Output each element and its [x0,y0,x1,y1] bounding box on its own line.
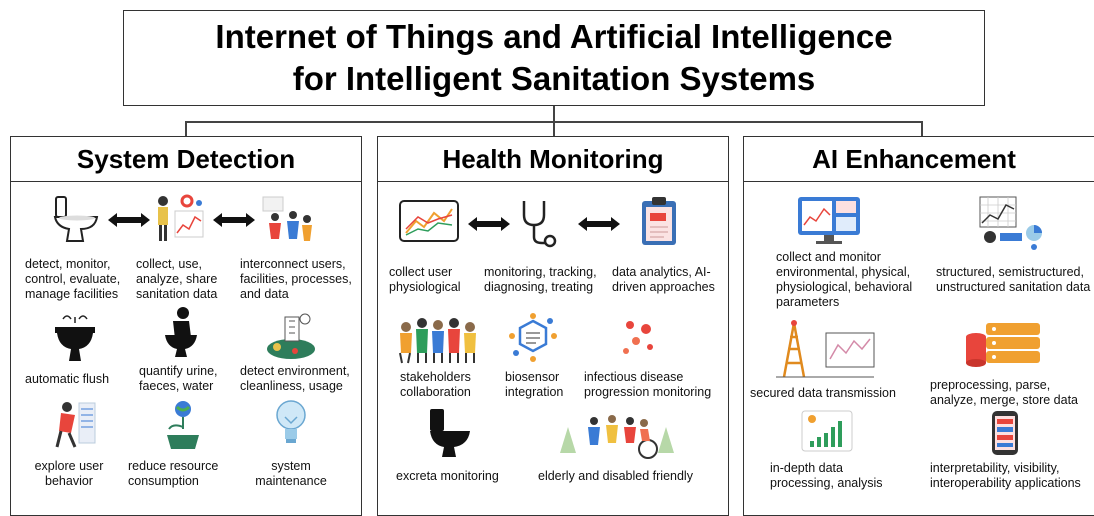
panel-header-ai-enhancement: AI Enhancement [744,137,1094,182]
caption-quantify: quantify urine, faeces, water [139,364,218,393]
caption-maintenance: system maintenance [255,459,327,488]
caption-interpretability: interpretability, visibility, interopera… [930,461,1081,490]
database-stack-icon [966,323,1040,367]
caption-monitoring: monitoring, tracking, diagnosing, treati… [484,265,597,294]
data-chart-icon [979,196,1042,250]
smartphone-icon [992,411,1018,455]
person-toilet-icon [165,307,197,357]
caption-indepth: in-depth data processing, analysis [770,461,883,490]
virus-icon [623,321,653,354]
caption-collect-user: collect user physiological [389,265,461,294]
caption-explore: explore user behavior [34,459,104,488]
toilet-icon [53,196,99,242]
caption-preprocessing: preprocessing, parse, analyze, merge, st… [930,378,1078,407]
caption-biosensor: biosensor integration [505,370,564,399]
caption-elderly: elderly and disabled friendly [538,469,693,483]
double-arrow-icon [468,217,510,231]
connector-right [921,121,923,136]
stakeholders-icon [399,318,476,364]
toilet-icon [430,409,470,457]
caption-interconnect: interconnect users, facilities, processe… [240,257,352,301]
monitor-graph-icon [399,200,459,242]
panel-system-detection: System Detection detect, monitor, contro… [10,136,362,516]
environment-icon [267,313,315,359]
biosensor-icon [509,313,557,362]
double-arrow-icon [108,213,150,227]
panel-header-health-monitoring: Health Monitoring [378,137,728,182]
plant-globe-icon [167,401,199,449]
caption-excreta: excreta monitoring [396,469,499,483]
caption-infectious: infectious disease progression monitorin… [584,370,712,399]
caption-environment: detect environment, cleanliness, usage [240,364,350,393]
title-line-1: Internet of Things and Artificial Intell… [215,18,893,55]
caption-stakeholders: stakeholders collaboration [400,370,471,399]
double-arrow-icon [578,217,620,231]
panel-ai-enhancement: AI Enhancement collect and monitor envir… [743,136,1094,516]
transmission-tower-icon [776,320,875,378]
person-data-icon [158,194,204,241]
connector-left [185,121,187,136]
dashboard-monitor-icon [798,197,860,244]
stethoscope-icon [522,201,557,248]
elderly-disabled-icon [560,415,674,459]
auto-flush-toilet-icon [55,315,95,361]
clipboard-icon [642,197,676,245]
people-network-icon [262,196,312,241]
caption-reduce: reduce resource consumption [128,459,219,488]
caption-detect: detect, monitor, control, evaluate, mana… [25,257,121,301]
diagram-title: Internet of Things and Artificial Intell… [123,10,985,106]
caption-collect: collect, use, analyze, share sanitation … [136,257,218,301]
panel-health-monitoring: Health Monitoring collect user physiolog… [377,136,729,516]
user-behavior-icon [55,402,96,448]
caption-secured: secured data transmission [750,386,896,400]
caption-analytics: data analytics, AI-driven approaches [612,265,715,294]
connector-stem [553,106,555,122]
caption-collect-monitor: collect and monitor environmental, physi… [776,250,913,309]
caption-structured: structured, semistructured, unstructured… [936,265,1091,294]
double-arrow-icon [213,213,255,227]
bar-chart-icon [801,410,853,452]
caption-flush: automatic flush [25,372,110,386]
connector-mid [553,121,555,136]
title-line-2: for Intelligent Sanitation Systems [292,60,816,97]
lightbulb-icon [276,400,306,443]
panel-header-system-detection: System Detection [11,137,361,182]
